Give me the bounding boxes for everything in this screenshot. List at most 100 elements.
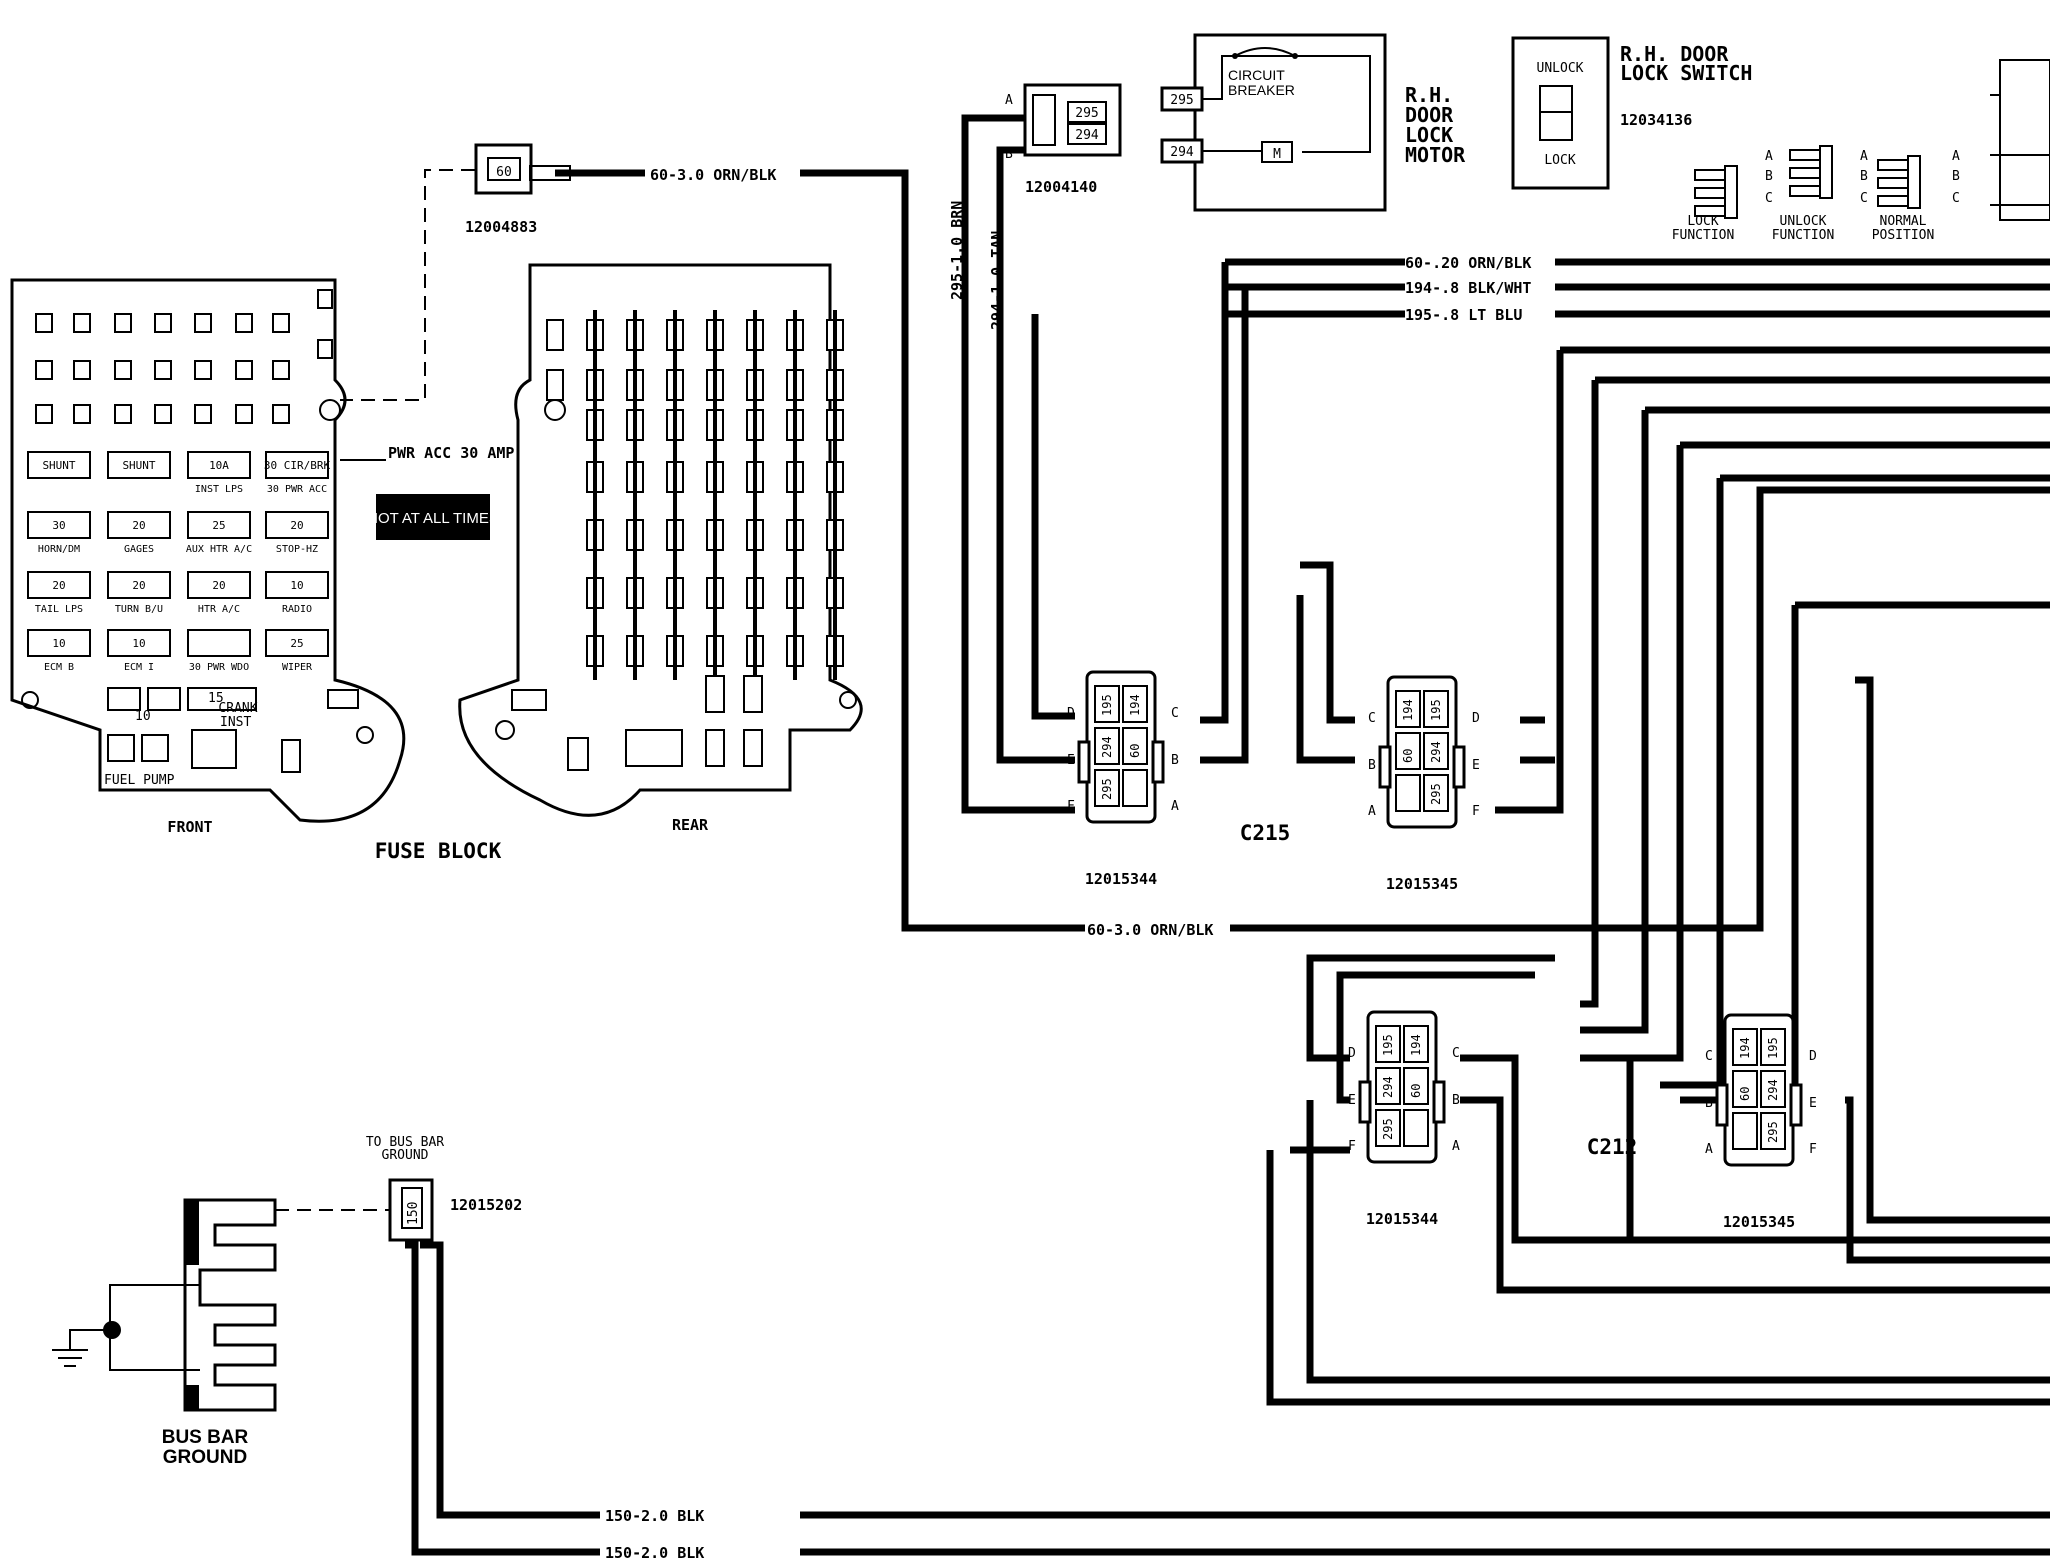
connector-part: 12015345 — [1386, 875, 1458, 893]
connector-60: 60 — [474, 143, 571, 195]
connector-pin-1: 194 — [1409, 1034, 1423, 1056]
switch-part: 12034136 — [1620, 111, 1692, 129]
switch-lock-label: LOCK — [1544, 153, 1575, 168]
connector-cavity-2 — [1732, 1070, 1758, 1108]
bus-bar-title-box: BUS BAR GROUND — [161, 1428, 249, 1468]
connector-pin-4: 295 — [1381, 1118, 1395, 1140]
bus-to-label: TO BUS BAR GROUND — [365, 1136, 445, 1163]
fuse-13 — [107, 629, 171, 657]
circuit-breaker-label-box: CIRCUIT BREAKER — [1228, 68, 1295, 98]
connector-letter-2: B — [1705, 1096, 1713, 1111]
connector-cavity-1 — [1760, 1028, 1786, 1066]
wire-150-a-label: 150-2.0 BLK — [605, 1507, 704, 1525]
fuse-3 — [265, 451, 329, 479]
door-lock-connector: 295 294 — [1023, 83, 1122, 157]
fuse-pin-grid — [35, 289, 333, 424]
connector-letter-0: C — [1368, 711, 1376, 726]
fuse-3-name: 30 PWR ACC — [267, 484, 327, 495]
switch-function-labels-box: LOCK FUNCTION UNLOCK FUNCTION NORMAL POS… — [1672, 215, 1935, 243]
connector-part: 12015344 — [1085, 870, 1157, 888]
fuse-14 — [187, 629, 251, 657]
connector-pin-4: 295 — [1100, 778, 1114, 800]
connector-latch — [1358, 1080, 1372, 1124]
fuse-0 — [27, 451, 91, 479]
fuse-15-rating: 25 — [290, 637, 303, 650]
hot-at-all-times-badge: HOT AT ALL TIMES — [367, 494, 499, 540]
connector-cavity-3 — [1423, 732, 1449, 770]
connector-latch — [1378, 745, 1392, 789]
connector-letter-1: C — [1452, 1046, 1460, 1061]
bus-connector-part: 12015202 — [450, 1196, 522, 1214]
connector-letter-4: F — [1348, 1139, 1356, 1154]
fuse-10-rating: 20 — [212, 579, 225, 592]
connector-letter-0: C — [1705, 1049, 1713, 1064]
fuse-small-0-name: CRANK — [218, 701, 257, 716]
connector-60-part: 12004883 — [465, 218, 537, 236]
fuse-4-name: HORN/DM — [38, 544, 80, 555]
fuse-8-rating: 20 — [52, 579, 65, 592]
fuse-block-rear-label: REAR — [672, 816, 709, 834]
wire-294-label: 294-1.0 TAN — [988, 231, 1006, 330]
switch-unlock-label: UNLOCK — [1537, 61, 1584, 76]
connector-cavity-1 — [1122, 685, 1148, 723]
connector-cavity-4 — [1375, 1109, 1401, 1147]
motor-symbol: M — [1273, 147, 1281, 162]
connector-cavity-1 — [1423, 690, 1449, 728]
connector-body — [1085, 670, 1157, 824]
connector-cavity-4 — [1094, 769, 1120, 807]
normal-pin-a: A — [1952, 149, 1960, 164]
connector-part: 12015345 — [1723, 1213, 1795, 1231]
normal-pin-b: B — [1952, 169, 1960, 184]
hot-label: HOT AT ALL TIMES — [367, 510, 499, 527]
bus-bar-title: BUS BAR GROUND — [161, 1428, 249, 1468]
connector-cavity-2 — [1094, 727, 1120, 765]
connector-letter-5: F — [1472, 804, 1480, 819]
switch-title-box: R.H. DOOR LOCK SWITCH — [1620, 45, 1752, 83]
fuse-6 — [187, 511, 251, 539]
wire-runs — [405, 114, 2050, 1556]
connector-pin-2: 294 — [1100, 736, 1114, 758]
unlock-fn-pin-a: A — [1860, 149, 1868, 164]
bus-bar-connector: 150 — [388, 1178, 434, 1242]
connector-letter-2: E — [1067, 753, 1075, 768]
connector-part: 12015344 — [1366, 1210, 1438, 1228]
fuse-12 — [27, 629, 91, 657]
fuse-2-name: INST LPS — [195, 484, 243, 495]
connector-body — [1386, 675, 1458, 829]
dashed-link-60 — [340, 169, 475, 401]
wire-194-label: 194-.8 BLK/WHT — [1405, 279, 1531, 297]
fuse-1 — [107, 451, 171, 479]
connector-letter-4: F — [1067, 799, 1075, 814]
connector-body — [1723, 1013, 1795, 1167]
connector-pin-2: 294 — [1381, 1076, 1395, 1098]
connector-latch — [1432, 1080, 1446, 1124]
connector-pin-1: 195 — [1429, 699, 1443, 721]
fuse-12-rating: 10 — [52, 637, 65, 650]
connector-letter-3: B — [1452, 1093, 1460, 1108]
unlock-fn-pin-c: C — [1860, 191, 1868, 206]
door-pin-a-letter: A — [1005, 93, 1013, 108]
fuse-8-name: TAIL LPS — [35, 604, 83, 615]
connector-letter-5: A — [1452, 1139, 1460, 1154]
connector-latch — [1789, 1083, 1803, 1127]
switch-function-diagrams: A B C A B C A B C — [1694, 59, 2050, 221]
fuse-4-rating: 30 — [52, 519, 65, 532]
door-lock-motor: 295 294 M — [1160, 33, 1387, 212]
connector-letter-2: B — [1368, 758, 1376, 773]
unlock-function-label: UNLOCK FUNCTION — [1771, 215, 1835, 243]
fuse-5-rating: 20 — [132, 519, 145, 532]
connector-latch — [1151, 740, 1165, 784]
fuse-7-rating: 20 — [290, 519, 303, 532]
motor-pin-295: 295 — [1170, 93, 1193, 108]
connector-pin-5: 295 — [1766, 1121, 1780, 1143]
connector-letter-5: A — [1171, 799, 1179, 814]
fuse-3-rating: 30 CIR/BRK — [264, 459, 331, 472]
door-connector-part: 12004140 — [1025, 178, 1097, 196]
fuse-5 — [107, 511, 171, 539]
fuse-7-name: STOP-HZ — [276, 544, 318, 555]
